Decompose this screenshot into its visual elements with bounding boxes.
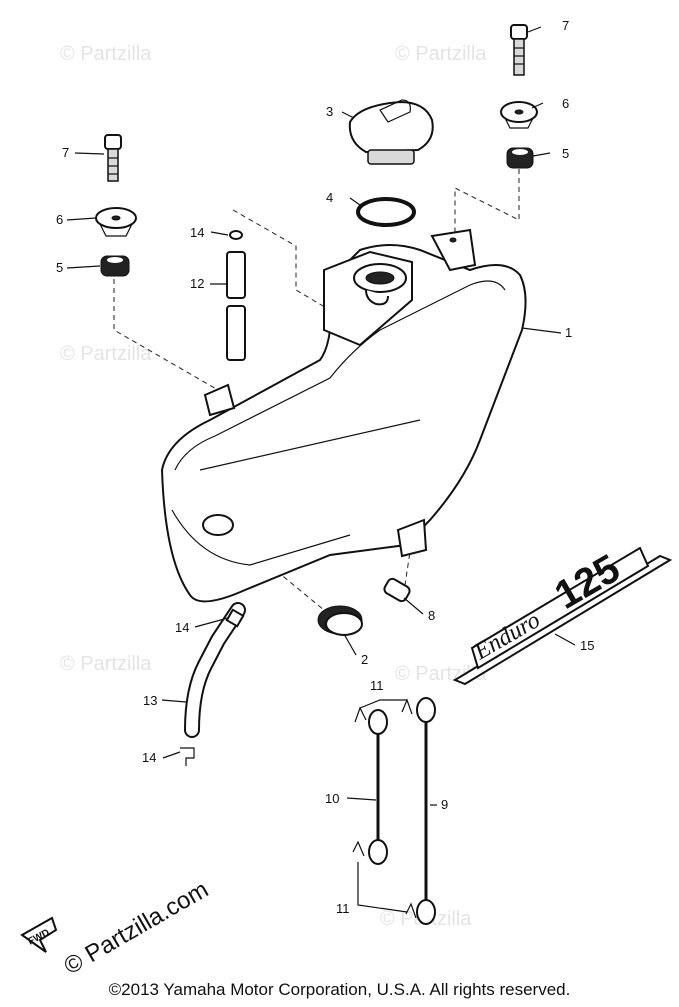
fuel-tank-1 [160, 228, 527, 603]
callout-1: 1 [565, 325, 572, 340]
copyright-notice: ©2013 Yamaha Motor Corporation, U.S.A. A… [108, 980, 571, 999]
leader-lines [66, 26, 576, 806]
washer-6-right [500, 101, 538, 129]
callout-12: 12 [190, 276, 204, 291]
washer-6-left [95, 207, 137, 237]
callout-7-right: 7 [562, 18, 569, 33]
bolt-7-right [510, 24, 528, 76]
watermark-large: © Partzilla.com [60, 876, 214, 980]
emblem-15: Enduro 125 [452, 546, 673, 686]
callouts: 7 6 5 3 4 7 6 5 14 12 1 2 8 14 13 14 15 … [56, 18, 594, 916]
callout-14-middle: 14 [175, 620, 189, 635]
callout-6-right: 6 [562, 96, 569, 111]
callout-14-top: 14 [190, 225, 204, 240]
bolt-7-left [104, 134, 122, 182]
fwd-arrow-icon: FWD [20, 916, 58, 953]
assembly-lines [113, 160, 520, 616]
callout-6-left: 6 [56, 212, 63, 227]
callout-5-left: 5 [56, 260, 63, 275]
callout-7-left: 7 [62, 145, 69, 160]
callout-14-bottom: 14 [142, 750, 156, 765]
callout-5-right: 5 [562, 146, 569, 161]
callout-4: 4 [326, 190, 333, 205]
callout-9: 9 [441, 797, 448, 812]
callout-11-bottom: 11 [336, 901, 350, 916]
drain-hose-13 [180, 602, 246, 766]
gasket-4 [356, 197, 416, 227]
grommet-5-left [100, 255, 130, 277]
callout-11-top: 11 [370, 678, 384, 693]
straps [352, 697, 436, 925]
callout-13: 13 [143, 693, 157, 708]
callout-8: 8 [428, 608, 435, 623]
fitting-8 [383, 577, 411, 603]
watermark-2: © Partzilla [395, 43, 487, 65]
fuel-cap-3 [348, 99, 434, 165]
watermark-3: © Partzilla [60, 343, 152, 365]
callout-10: 10 [325, 791, 339, 806]
grommet-2 [317, 605, 363, 636]
callout-2: 2 [361, 652, 368, 667]
watermark-5: © Partzilla [60, 653, 152, 675]
grommet-5-right [506, 147, 534, 169]
watermark-1: © Partzilla [60, 43, 152, 65]
callout-15: 15 [580, 638, 594, 653]
callout-3: 3 [326, 104, 333, 119]
breather-tube-12 [226, 230, 246, 361]
